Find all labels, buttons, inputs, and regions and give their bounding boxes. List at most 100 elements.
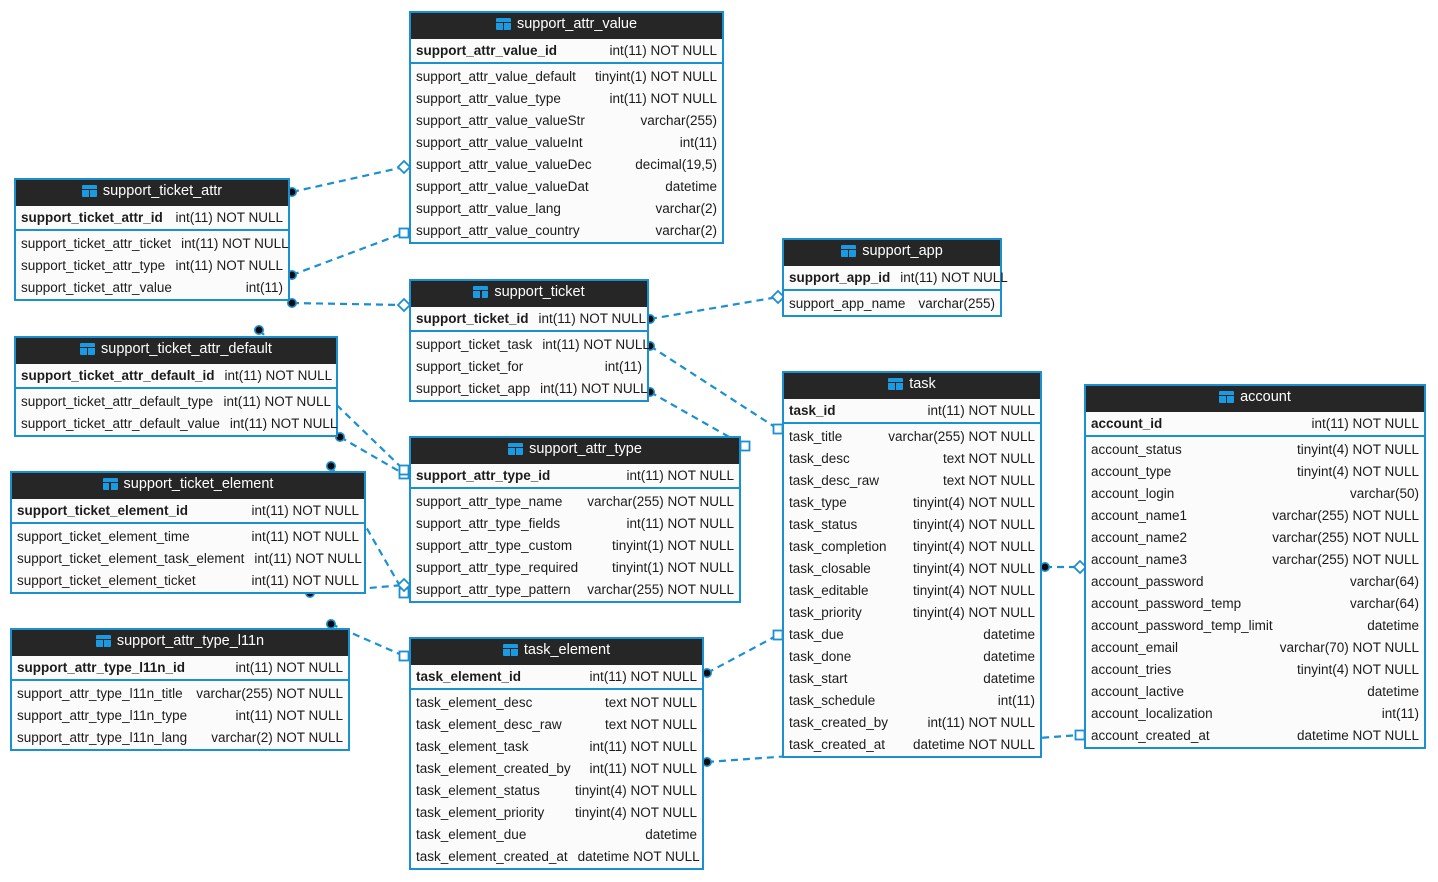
- relationship-task_element-to-task[interactable]: [701, 629, 784, 678]
- column-type: int(11) NOT NULL: [900, 270, 1008, 285]
- column-name: account_lactive: [1091, 683, 1185, 699]
- relationship-support_ticket_attr-to-support_attr_value[interactable]: [286, 159, 412, 198]
- relationship-target-marker: [398, 227, 410, 239]
- column-type: int(11) NOT NULL: [609, 43, 717, 58]
- relationship-support_ticket-to-support_app[interactable]: [644, 289, 786, 324]
- relationship-support_ticket_attr-to-support_ticket[interactable]: [286, 297, 412, 313]
- relationship-support_ticket_attr-to-support_attr_value[interactable]: [286, 227, 410, 280]
- relationship-support_ticket-to-task[interactable]: [644, 340, 784, 435]
- relationship-task-to-account[interactable]: [1040, 559, 1088, 575]
